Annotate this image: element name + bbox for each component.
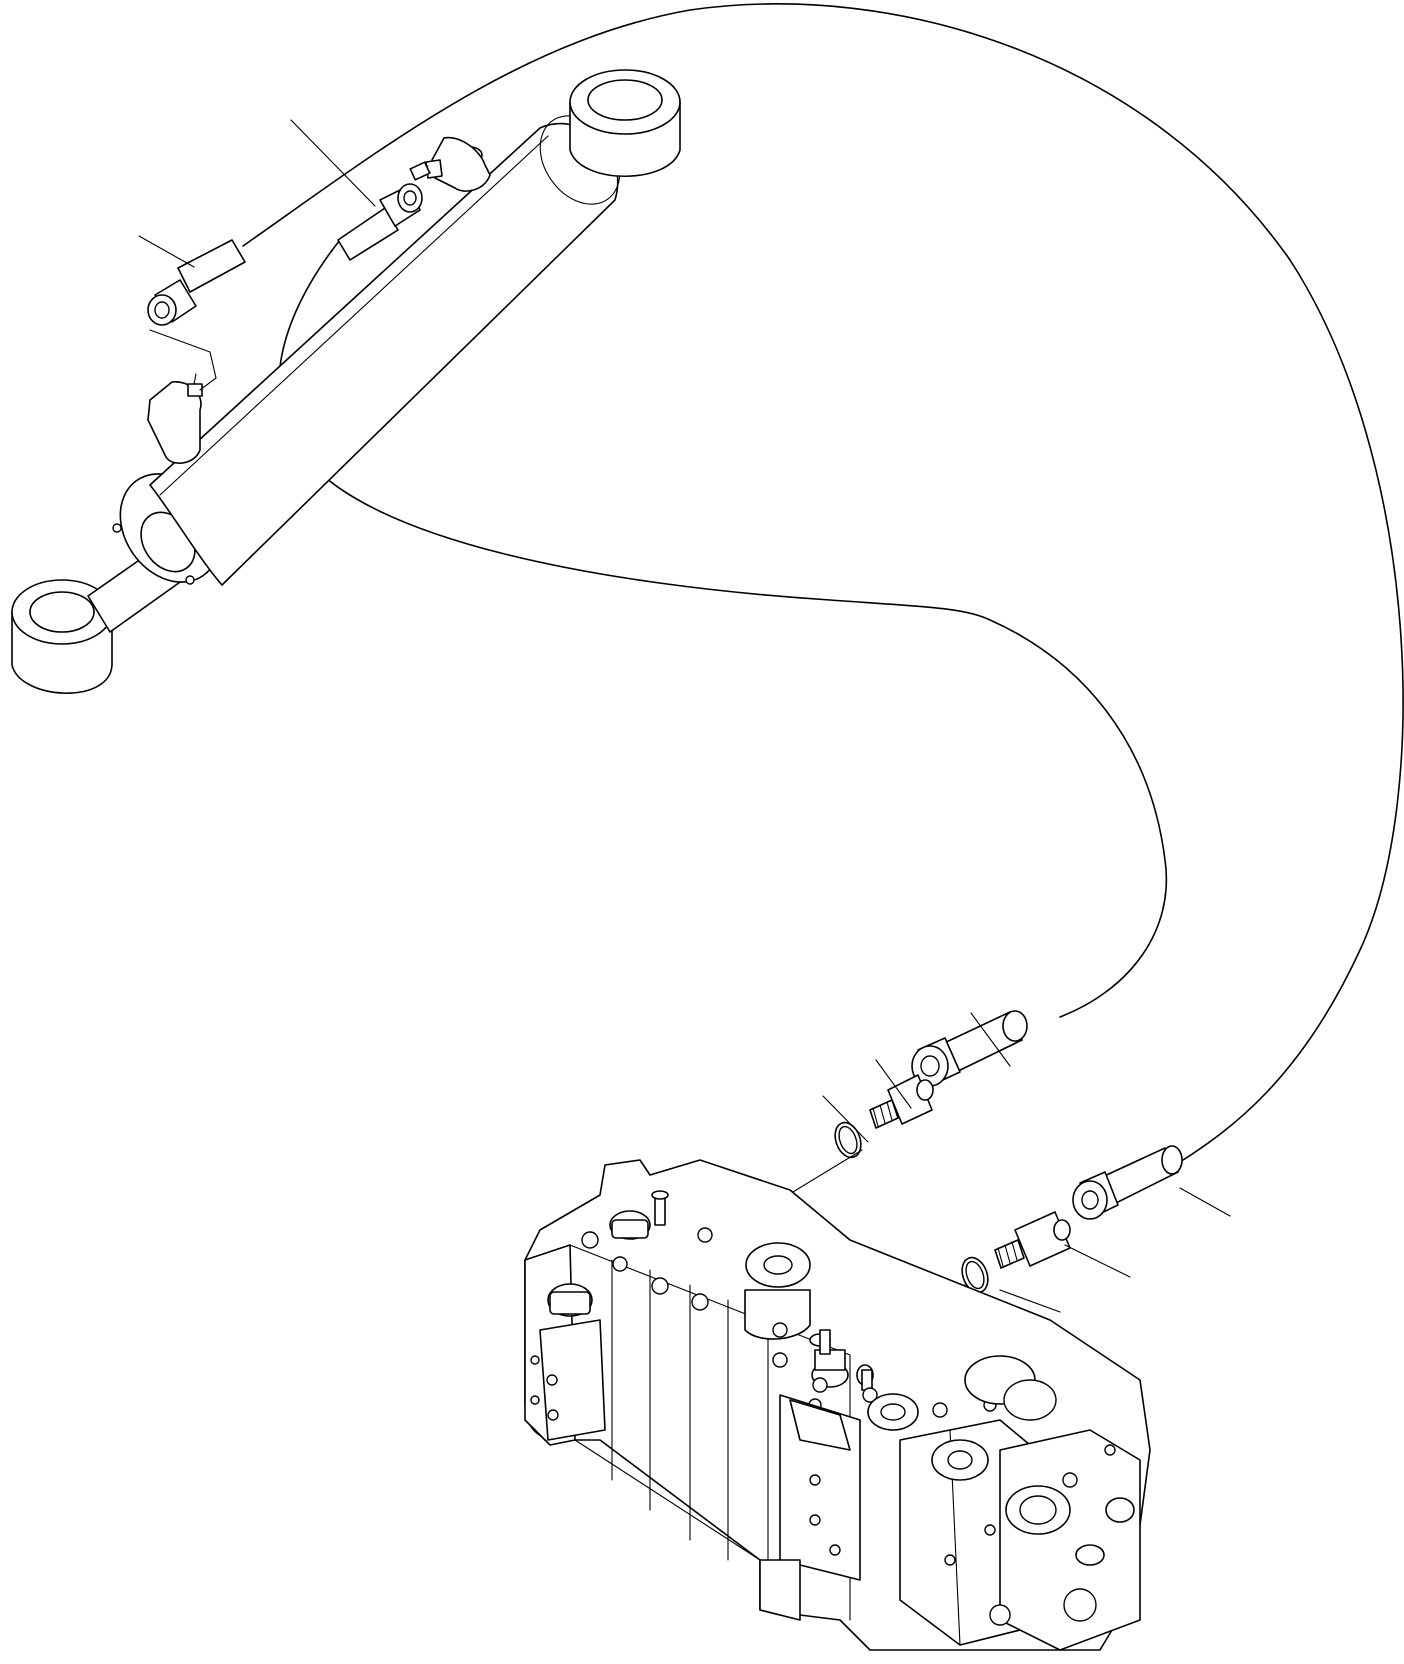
hose-end-fitting-lower-center [912, 1011, 1027, 1086]
adapter-fitting-center [870, 1075, 933, 1128]
fitting-connector [150, 330, 216, 390]
callout-leader-6 [1180, 1188, 1230, 1216]
rod-eye [12, 580, 112, 693]
control-valve-block [525, 1160, 1150, 1650]
hose-end-fitting-lower-right [1073, 1146, 1182, 1219]
callout-leader-3 [971, 1013, 1010, 1066]
callout-leader-7 [1065, 1245, 1130, 1277]
hose-end-fitting-upper-center [338, 184, 422, 260]
cylinder-elbow-fitting-upper [410, 138, 490, 192]
adapter-fitting-right [995, 1212, 1070, 1268]
callout-leader-2 [291, 120, 375, 206]
o-ring-center [831, 1119, 866, 1161]
callout-leader-4 [876, 1060, 911, 1108]
hydraulic-cylinder [12, 70, 680, 693]
cylinder-elbow-fitting-lower [148, 374, 202, 463]
callout-leader-1 [139, 236, 194, 267]
callout-leaders [139, 120, 1230, 1312]
hose-assembly-a [243, 4, 1403, 1162]
callout-leader-5 [823, 1096, 868, 1142]
callout-leader-8 [1000, 1290, 1060, 1312]
o-ring-right [958, 1254, 993, 1296]
hose-end-fitting-upper-left [148, 240, 245, 325]
base-eye [570, 70, 680, 176]
